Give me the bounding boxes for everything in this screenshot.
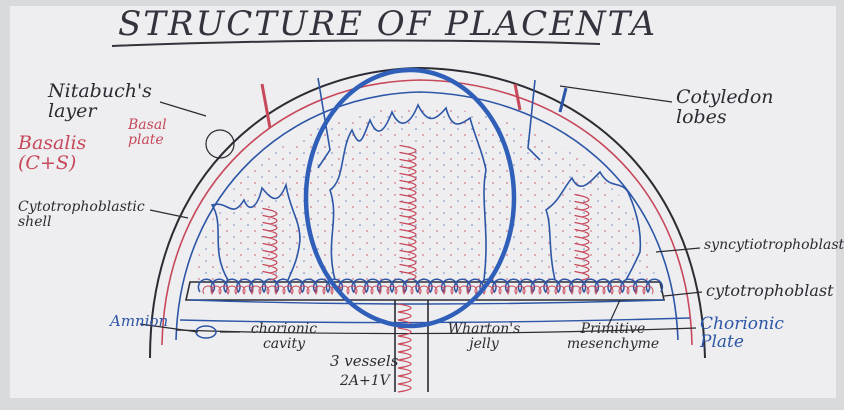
label-whartons-jelly: Wharton's jelly xyxy=(446,322,522,351)
page-title: STRUCTURE OF PLACENTA xyxy=(118,4,657,44)
label-vessels-detail: 2A+1V xyxy=(340,374,390,389)
label-cytotrophoblastic-shell: Cytotrophoblastic shell xyxy=(18,200,148,229)
label-cotyledon-lobes: Cotyledon lobes xyxy=(676,88,776,128)
label-basalis: Basalis (C+S) xyxy=(18,134,114,174)
label-nitabuch-layer: Nitabuch's layer xyxy=(48,82,168,122)
label-basal-plate: Basal plate xyxy=(128,118,174,147)
label-chorionic-cavity: chorionic cavity xyxy=(244,322,324,351)
label-syncytiotrophoblast: syncytiotrophoblast xyxy=(704,238,844,253)
label-amnion: Amnion xyxy=(110,314,168,330)
label-primitive-mesenchyme: Primitive mesenchyme xyxy=(554,322,672,351)
label-vessels: 3 vessels xyxy=(330,354,398,370)
label-chorionic-plate: Chorionic Plate xyxy=(700,316,796,352)
label-cytotrophoblast: cytotrophoblast xyxy=(706,283,834,300)
